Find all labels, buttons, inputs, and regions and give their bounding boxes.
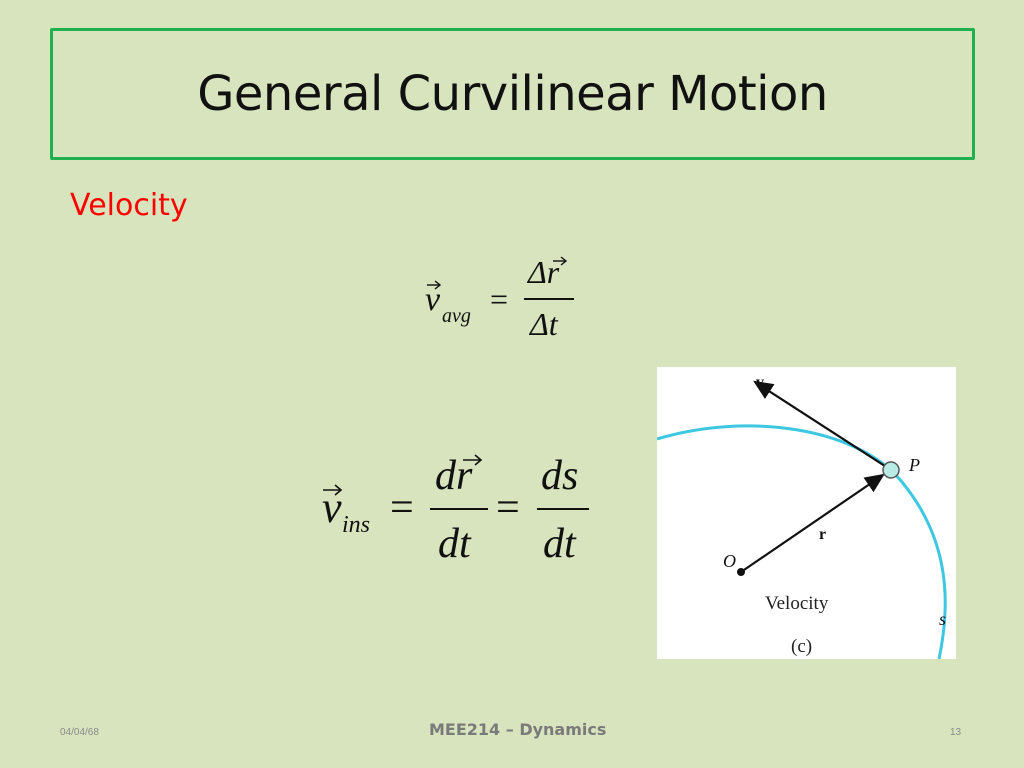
- title-box: General Curvilinear Motion: [50, 28, 975, 160]
- vector-arrow-icon: [463, 454, 483, 466]
- label-p: P: [908, 455, 920, 475]
- particle-p: [882, 461, 900, 479]
- ins-fraction-1: dr dt: [430, 450, 488, 570]
- slide-title: General Curvilinear Motion: [197, 66, 828, 122]
- avg-subscript: avg: [442, 305, 471, 327]
- ins-velocity-symbol: v: [322, 483, 342, 532]
- vector-arrow-icon: [427, 280, 442, 290]
- velocity-diagram: v P r O s Velocity (c): [656, 374, 947, 660]
- fraction-bar: [524, 298, 574, 300]
- equals-sign: =: [490, 281, 509, 317]
- path-curve: [656, 424, 947, 660]
- avg-denominator: Δt: [530, 306, 558, 342]
- vector-arrow-icon: [553, 256, 568, 266]
- footer-course: MEE214 – Dynamics: [429, 720, 607, 739]
- ins-subscript: ins: [342, 512, 371, 538]
- ins-frac2-numerator: ds: [541, 453, 579, 499]
- velocity-vector: [753, 380, 892, 471]
- avg-velocity-symbol: v: [425, 281, 441, 318]
- section-heading: Velocity: [70, 188, 188, 223]
- equals-sign: =: [390, 485, 414, 531]
- fraction-bar: [430, 508, 488, 510]
- origin-point: [737, 568, 745, 576]
- footer-page-number: 13: [950, 727, 962, 738]
- avg-numerator: Δr: [528, 254, 560, 290]
- label-r: r: [819, 526, 826, 543]
- vector-arrow-icon: [323, 484, 343, 496]
- velocity-figure: v P r O s Velocity (c): [656, 367, 956, 660]
- avg-fraction: Δr Δt: [524, 254, 574, 350]
- label-s: s: [939, 609, 946, 629]
- figure-subcaption: (c): [791, 636, 812, 657]
- figure-caption: Velocity: [765, 593, 829, 614]
- footer-date: 04/04/68: [60, 727, 99, 738]
- label-o: O: [723, 551, 736, 571]
- ins-frac2-denominator: dt: [543, 521, 576, 567]
- label-v: v: [756, 374, 764, 391]
- equals-sign: =: [496, 485, 520, 531]
- position-vector: [740, 473, 885, 573]
- ins-frac1-denominator: dt: [438, 521, 471, 567]
- ins-fraction-2: ds dt: [537, 450, 589, 570]
- fraction-bar: [537, 508, 589, 510]
